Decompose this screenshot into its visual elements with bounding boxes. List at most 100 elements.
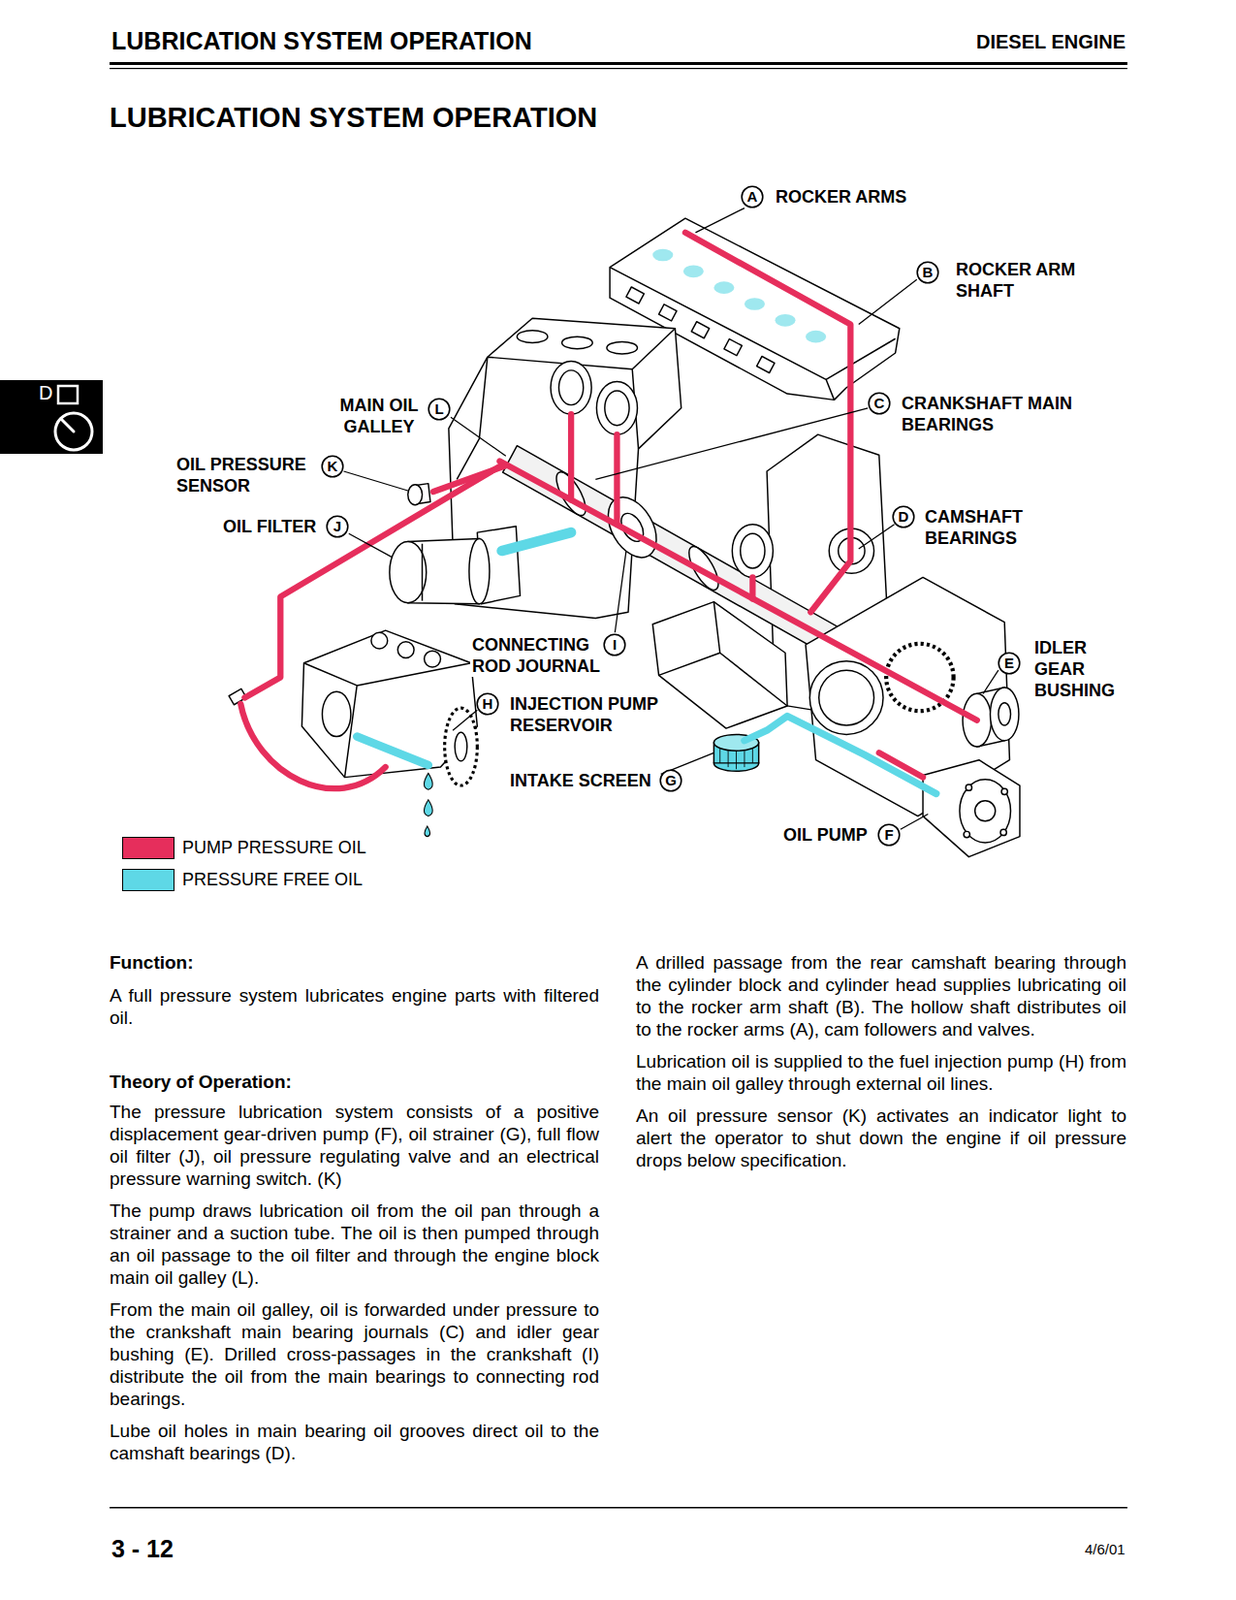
pump-pressure-oil-path <box>879 752 923 777</box>
callout-letter: A <box>747 189 759 205</box>
callout-outline <box>660 769 682 792</box>
callout-circle: I <box>602 633 627 657</box>
legend-text: PRESSURE FREE OIL <box>182 868 363 890</box>
bolt <box>963 830 970 837</box>
body-paragraph: A drilled passage from the rear camshaft… <box>635 950 1127 1041</box>
body-paragraph: The pump draws lubrication oil from the … <box>109 1199 600 1289</box>
footer-rule <box>109 1506 1128 1509</box>
section-tab <box>0 380 103 454</box>
pump-pressure-oil-path <box>240 703 385 789</box>
callout-letter: D <box>898 508 910 525</box>
page-title: LUBRICATION SYSTEM OPERATION <box>109 100 598 134</box>
part-name: ROCKER ARMS <box>773 186 909 208</box>
callout-outline <box>428 398 450 420</box>
legend-row: PRESSURE FREE OIL <box>122 867 363 891</box>
head-oil-wells <box>805 330 826 344</box>
delivery-valve <box>371 632 388 649</box>
legend-swatch <box>122 868 175 891</box>
pump-gear <box>444 707 478 786</box>
pump-pressure-oil-path <box>568 413 574 500</box>
leader-line <box>858 279 918 324</box>
main-bearing <box>731 524 773 578</box>
pump-gear <box>454 731 468 761</box>
callout-circle: K <box>320 454 345 478</box>
cylinder-block <box>448 317 682 618</box>
body-paragraph: Lubrication oil is supplied to the fuel … <box>635 1049 1127 1095</box>
intake-screen-mesh <box>720 748 754 769</box>
head-ports <box>691 321 709 339</box>
pump-pressure-oil-path <box>749 576 756 599</box>
leader-line <box>344 471 409 491</box>
callout-letter: C <box>874 395 886 412</box>
callout-outline <box>321 455 344 477</box>
oil-filter <box>469 538 490 603</box>
callout-circle: G <box>659 768 683 793</box>
main-bearing <box>604 390 630 426</box>
section-tab <box>55 412 93 450</box>
callout-outline <box>326 515 349 538</box>
legend-swatch <box>122 836 175 859</box>
head-oil-wells <box>744 297 765 311</box>
callout-outline <box>892 506 915 528</box>
callout-letter: F <box>884 826 893 843</box>
callout-outline <box>603 633 626 656</box>
part-name: IDLER GEAR BUSHING <box>1032 636 1129 701</box>
leader-line <box>595 408 868 480</box>
cylinder-block-edge <box>456 328 675 480</box>
oil-pump-gear <box>975 800 996 822</box>
bolt <box>965 784 972 791</box>
oil-drips <box>424 825 431 837</box>
part-name: OIL PRESSURE SENSOR <box>174 453 319 497</box>
callout-circle: H <box>475 692 500 716</box>
callout-outline <box>998 652 1020 674</box>
head-ports <box>757 355 775 373</box>
leader-line <box>695 208 744 233</box>
section-tab <box>0 380 103 454</box>
bolt <box>1001 788 1008 794</box>
callout-letter: I <box>612 636 617 653</box>
leader-line <box>900 813 928 829</box>
part-name: CAMSHAFT BEARINGS <box>922 506 1039 549</box>
legend-text: PUMP PRESSURE OIL <box>182 836 367 858</box>
part-name: ROCKER ARM SHAFT <box>953 258 1094 302</box>
section-name: DIESEL ENGINE <box>974 30 1128 54</box>
pump-camshaft <box>321 691 350 736</box>
body-paragraph: Lube oil holes in main bearing oil groov… <box>109 1419 600 1464</box>
pump-pressure-oil-path <box>433 465 508 492</box>
body-paragraph: The pressure lubrication system consists… <box>109 1100 600 1190</box>
callout-letter: H <box>482 696 494 712</box>
leader-line <box>348 533 392 557</box>
head-ports <box>626 286 644 304</box>
legend-row: PUMP PRESSURE OIL <box>122 835 367 859</box>
callout-outline <box>878 824 900 846</box>
leader-line <box>452 709 477 730</box>
pump-pressure-oil-path <box>613 434 620 525</box>
delivery-valve <box>424 650 442 667</box>
head-oil-wells <box>652 249 673 262</box>
main-bearing <box>550 360 592 414</box>
oil-drips <box>423 772 433 790</box>
main-bearing <box>558 370 583 406</box>
pressure-free-oil-path <box>502 532 572 551</box>
pump-pressure-oil-path <box>240 232 978 789</box>
callout-letter: L <box>434 401 444 417</box>
pump-pressure-oil-path <box>685 232 851 612</box>
body-paragraph: A full pressure system lubricates engine… <box>109 983 600 1029</box>
revision-date: 4/6/01 <box>1082 1540 1128 1558</box>
main-bearing <box>740 533 765 569</box>
callout-outline <box>476 693 499 715</box>
idler-bushing <box>989 687 1018 741</box>
callout-circle: F <box>877 823 901 847</box>
section-tab <box>62 419 74 432</box>
callout-letter: B <box>922 264 934 281</box>
head-oil-wells <box>713 281 734 294</box>
head-ports <box>659 304 677 321</box>
header-rule <box>109 62 1128 65</box>
header-rule <box>109 62 1128 69</box>
oil-pump <box>922 760 1020 857</box>
header-rule <box>109 67 1128 69</box>
page-number: 3 - 12 <box>109 1533 176 1563</box>
text-column: A drilled passage from the rear camshaft… <box>635 950 1127 1172</box>
body-paragraph: An oil pressure sensor (K) activates an … <box>635 1104 1127 1172</box>
idler-bushing <box>998 702 1012 726</box>
